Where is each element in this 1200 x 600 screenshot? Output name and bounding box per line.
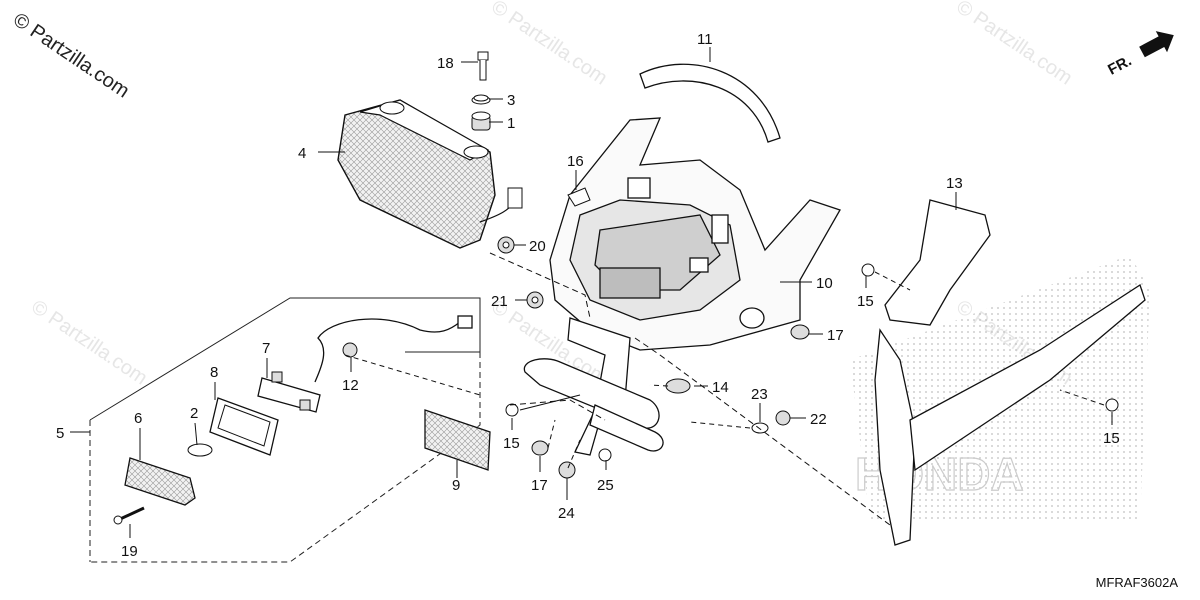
bolt-15b-part [861, 263, 875, 277]
reflector-9-part [424, 409, 491, 471]
nut-20-part [497, 236, 515, 254]
grommet-1-part [471, 111, 491, 131]
front-arrow-icon [1139, 31, 1174, 58]
strip-11-part [639, 63, 781, 143]
callout-17a: 17 [827, 327, 844, 344]
watermark-1: © Partzilla.com [487, 0, 611, 90]
callout-24: 24 [558, 505, 575, 522]
front-direction-marker: FR. [1105, 31, 1174, 76]
watermark-3: © Partzilla.com [27, 296, 151, 390]
callout-7: 7 [262, 340, 270, 357]
callout-5: 5 [56, 425, 64, 442]
bolt-18-part [477, 51, 489, 81]
callout-15a: 15 [503, 435, 520, 452]
callout-25: 25 [597, 477, 614, 494]
callout-10: 10 [816, 275, 833, 292]
gasket-8-part [209, 397, 279, 456]
callout-labels: 18 3 1 4 5 6 7 8 2 9 10 11 12 13 14 15 1… [56, 31, 1120, 560]
callout-17b: 17 [531, 477, 548, 494]
clip-16-part [567, 187, 591, 207]
callout-23: 23 [751, 386, 768, 403]
license-bracket-part [523, 317, 664, 456]
callout-14: 14 [712, 379, 729, 396]
leader-lines [344, 252, 1105, 526]
tail-light-part [337, 99, 523, 249]
lens-6-part [124, 457, 196, 506]
callout-22: 22 [810, 411, 827, 428]
rear-fender-10-part [549, 117, 841, 351]
bolt-15a-part [505, 403, 519, 417]
nut-21-part [526, 291, 544, 309]
nut-22-part [775, 410, 791, 426]
screw-19-part [113, 506, 145, 525]
callout-11: 11 [697, 31, 713, 48]
callout-21: 21 [491, 293, 508, 310]
callout-15b: 15 [857, 293, 874, 310]
callouts [70, 47, 1113, 538]
cap-17b-part [531, 440, 549, 456]
socket-7-part [257, 371, 321, 413]
washer-23-part [751, 422, 769, 434]
callout-6: 6 [134, 410, 142, 427]
callout-8: 8 [210, 364, 218, 381]
callout-16: 16 [567, 153, 584, 170]
cap-17a-part [790, 324, 810, 340]
assembly-box [89, 297, 481, 563]
callout-15c: 15 [1103, 430, 1120, 447]
callout-13: 13 [946, 175, 963, 192]
grommet-12-part [342, 342, 358, 358]
callout-1: 1 [507, 115, 515, 132]
bracket-13-part [874, 199, 1146, 546]
washer-25-part [598, 448, 612, 462]
callout-12: 12 [342, 377, 359, 394]
bolt-15c-part [1105, 398, 1119, 412]
bulb-2-part [187, 443, 213, 457]
callout-20: 20 [529, 238, 546, 255]
callout-3: 3 [507, 92, 515, 109]
front-marker-label: FR. [1105, 52, 1134, 76]
callout-18: 18 [437, 55, 454, 72]
washer-3-part [471, 94, 491, 105]
callout-19: 19 [121, 543, 138, 560]
watermark-2: © Partzilla.com [952, 0, 1076, 90]
bolt-24-part [558, 461, 576, 479]
watermarks: © Partzilla.com © Partzilla.com © Partzi… [27, 0, 1076, 390]
callout-4: 4 [298, 145, 306, 162]
diagram-code: MFRAF3602A [1095, 575, 1178, 590]
callout-2: 2 [190, 405, 198, 422]
grommet-14-part [665, 378, 691, 394]
harness-part [314, 315, 473, 383]
callout-9: 9 [452, 477, 460, 494]
